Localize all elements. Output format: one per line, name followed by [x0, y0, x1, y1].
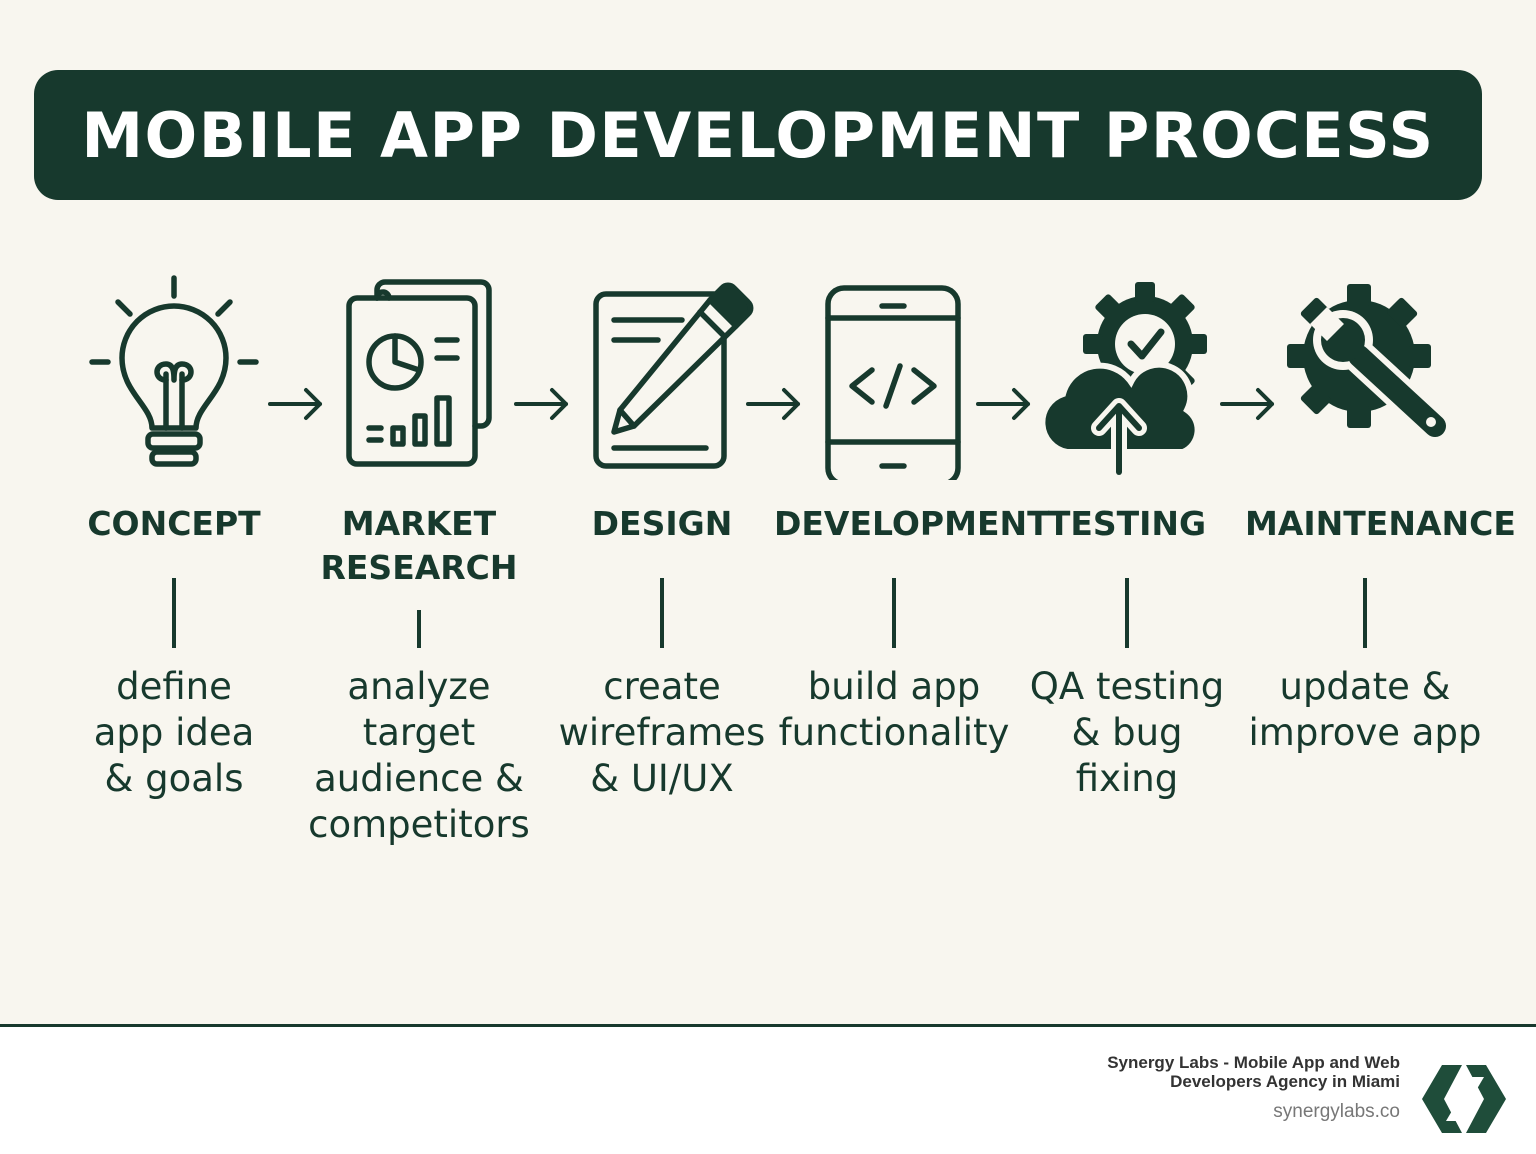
main-area: MOBILE APP DEVELOPMENT PROCESS CONCEPT d… [34, 70, 1516, 870]
flow-arrow-icon [976, 388, 1030, 420]
step-label: DEVELOPMENT [774, 504, 1050, 543]
footer-company-name: Synergy Labs - Mobile App and Web Develo… [1107, 1053, 1400, 1091]
step-description: update & improve app [1248, 665, 1482, 754]
step-description: build app functionality [778, 665, 1010, 754]
pencil-document-icon [593, 282, 754, 469]
step-market-research: MARKET RESEARCH analyze target audience … [299, 270, 539, 870]
step-connector-line [660, 578, 664, 648]
gear-wrench-icon [1287, 284, 1452, 443]
flow-arrow-icon [514, 388, 568, 420]
step-label: TESTING [1047, 504, 1207, 543]
flow-arrow-icon [1220, 388, 1274, 420]
research-report-icon [346, 279, 492, 467]
step-connector-line [172, 578, 176, 648]
step-maintenance: MAINTENANCE update & improve app [1245, 270, 1516, 870]
step-connector-line [1363, 578, 1367, 648]
step-connector-line [1125, 578, 1129, 648]
page-title: MOBILE APP DEVELOPMENT PROCESS [81, 98, 1435, 172]
step-concept: CONCEPT define app idea & goals [54, 270, 294, 870]
step-label: MARKET RESEARCH [320, 504, 518, 587]
flow-arrow-icon [746, 388, 800, 420]
footer: Synergy Labs - Mobile App and Web Develo… [0, 1024, 1536, 1154]
footer-url: synergylabs.co [1273, 1101, 1400, 1122]
step-development: DEVELOPMENT build app functionality [774, 270, 1050, 870]
lightbulb-icon [89, 275, 259, 467]
gear-cloud-upload-icon [1039, 282, 1207, 480]
synergy-labs-logo-icon [1422, 1065, 1506, 1133]
step-description: define app idea & goals [93, 665, 255, 800]
step-connector-line [892, 578, 896, 648]
step-label: CONCEPT [87, 504, 261, 543]
step-connector-line [417, 610, 421, 648]
step-description: QA testing & bug fixing [1029, 665, 1225, 800]
step-design: DESIGN create wireframes & UI/UX [542, 270, 782, 870]
step-label: DESIGN [591, 504, 733, 543]
step-label: MAINTENANCE [1245, 504, 1516, 543]
title-banner: MOBILE APP DEVELOPMENT PROCESS [34, 70, 1482, 200]
flow-arrow-icon [268, 388, 322, 420]
phone-code-icon [825, 285, 961, 480]
step-description: create wireframes & UI/UX [558, 665, 766, 800]
step-testing: TESTING QA testing & bug fixing [1007, 270, 1247, 870]
step-description: analyze target audience & competitors [308, 665, 530, 846]
